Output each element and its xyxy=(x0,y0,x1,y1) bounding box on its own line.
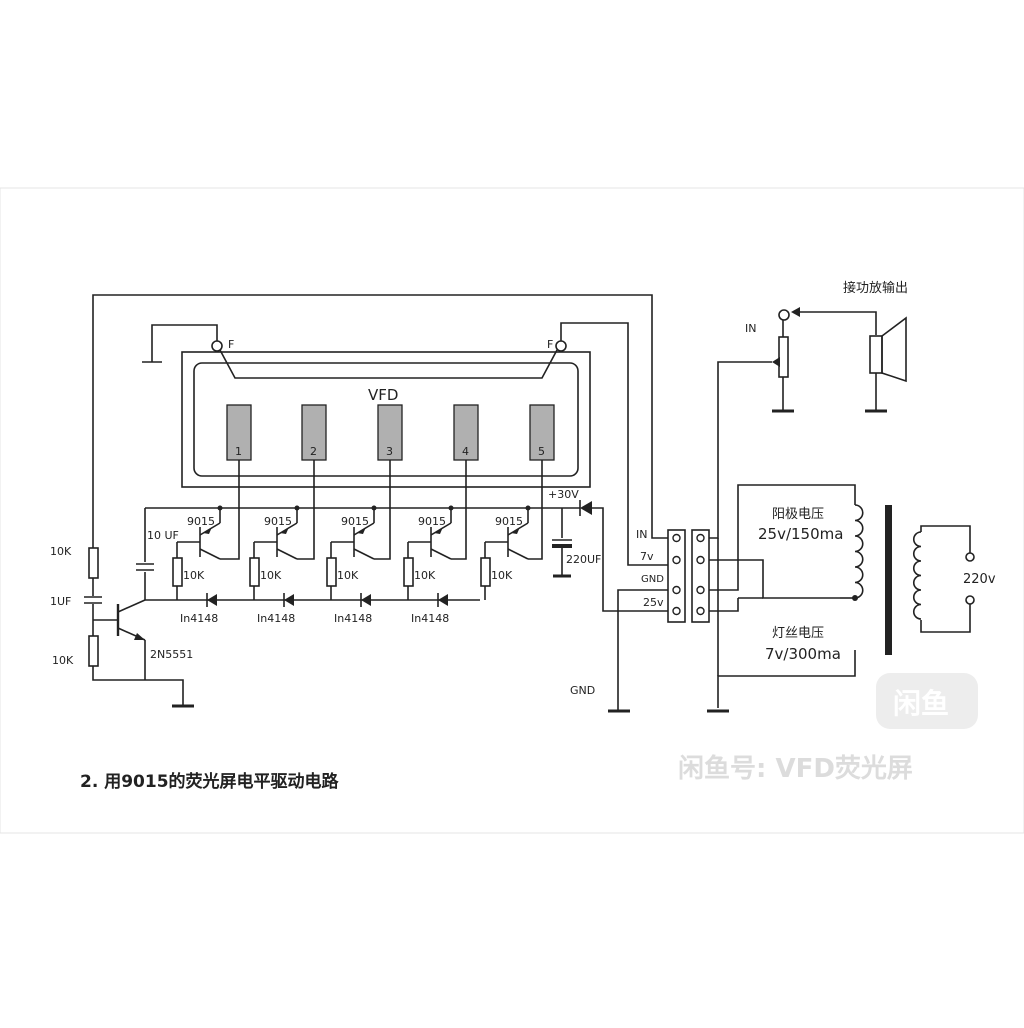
input-terminal xyxy=(778,309,790,321)
vfd-segment: 1 xyxy=(226,404,252,461)
diode-label: In4148 xyxy=(180,612,218,625)
anode-wire xyxy=(297,460,315,560)
figure-caption: 2. 用9015的荧光屏电平驱动电路 xyxy=(80,771,340,792)
vfd-segment: 2 xyxy=(301,404,327,461)
mains-terminal xyxy=(965,595,975,605)
transistor-label: 9015 xyxy=(341,515,369,528)
mains-terminal xyxy=(965,552,975,562)
connector-pin xyxy=(672,555,681,565)
rectifier-diode xyxy=(580,501,592,515)
connector-left-block xyxy=(667,529,686,623)
resistor-label: 10K xyxy=(337,569,359,582)
transformer-winding xyxy=(854,504,864,599)
connector-pin xyxy=(696,606,705,616)
input-stage: 10 UF 10K 1UF 10K 2N5551 xyxy=(50,508,480,708)
filament-right-label: F xyxy=(547,338,553,351)
transistor-label: 9015 xyxy=(495,515,523,528)
segment-number: 3 xyxy=(386,445,393,458)
audio-input: IN 接功放输出 xyxy=(709,280,908,539)
driver-stages: 901510KIn4148901510KIn4148901510KIn41489… xyxy=(172,460,543,625)
amp-output-label: 接功放输出 xyxy=(843,280,908,296)
pin-label: 7v xyxy=(640,550,654,563)
connector-right-block xyxy=(691,529,710,623)
res-bottom-label: 10K xyxy=(52,654,74,667)
in-label: IN xyxy=(745,322,756,335)
gnd-label: GND xyxy=(570,684,595,697)
segment-number: 1 xyxy=(235,445,242,458)
mains-label: 220v xyxy=(963,572,996,587)
vfd-tube: VFD F F 1 2 3 4 xyxy=(181,338,591,488)
driver-stage: 9015 10K In4148 xyxy=(249,460,315,625)
driver-stage: 9015 10K In4148 xyxy=(172,460,240,625)
in-signal-wire xyxy=(92,294,668,548)
resistor-label: 10K xyxy=(183,569,205,582)
anode-wire xyxy=(374,460,391,560)
connector-pin xyxy=(672,585,681,595)
pin-label: 25v xyxy=(643,596,664,609)
anode-value: 25v/150ma xyxy=(758,525,843,543)
vfd-inner-frame xyxy=(193,362,579,477)
transistor-label: 9015 xyxy=(187,515,215,528)
transformer-winding xyxy=(913,531,922,620)
connector: IN 7v GND 25v xyxy=(636,528,710,623)
anode-wire xyxy=(451,460,467,560)
vfd-title: VFD xyxy=(368,386,398,404)
transformer-core xyxy=(885,505,892,655)
connector-pin xyxy=(672,533,681,543)
filament-left-label: F xyxy=(228,338,234,351)
diode-label: In4148 xyxy=(334,612,372,625)
resistor-label: 10K xyxy=(260,569,282,582)
driver-stage: 9015 10K xyxy=(480,460,543,600)
watermark-logo-text: 闲鱼 xyxy=(893,687,949,720)
pin-label: IN xyxy=(636,528,647,541)
anode-wire xyxy=(528,460,543,560)
resistor-label: 10K xyxy=(414,569,436,582)
filament-wire xyxy=(219,349,558,379)
vfd-segment: 4 xyxy=(453,404,479,461)
power-transformer: 阳极电压 25v/150ma 灯丝电压 7v/300ma 220v xyxy=(707,484,996,713)
filament-left-wire xyxy=(151,324,218,362)
transistor-label: 9015 xyxy=(264,515,292,528)
connector-pin xyxy=(696,533,705,543)
vfd-outer-frame xyxy=(181,351,591,488)
anode-title: 阳极电压 xyxy=(772,507,824,522)
filament-right-wire xyxy=(560,322,668,566)
connector-pin xyxy=(696,585,705,595)
watermark-logo xyxy=(876,673,978,729)
watermark: 闲鱼 闲鱼号: VFD荧光屏 xyxy=(678,673,978,784)
cap-1uf-label: 1UF xyxy=(50,595,71,608)
anode-wire xyxy=(220,460,240,560)
cap-10uf-label: 10 UF xyxy=(147,529,179,542)
segment-number: 2 xyxy=(310,445,317,458)
plus30v-label: +30V xyxy=(548,488,579,501)
filament-wiring xyxy=(92,294,668,566)
watermark-text: 闲鱼号: VFD荧光屏 xyxy=(678,754,913,784)
segment-number: 5 xyxy=(538,445,545,458)
connector-pin xyxy=(672,606,681,616)
filament-title: 灯丝电压 xyxy=(772,626,824,641)
diode-label: In4148 xyxy=(257,612,295,625)
transistor-label: 2N5551 xyxy=(150,648,193,661)
vfd-segment: 3 xyxy=(377,404,403,461)
vfd-segments: 1 2 3 4 5 xyxy=(226,404,555,461)
supply-section: 220UF +30V GND xyxy=(548,488,668,713)
transistor-label: 9015 xyxy=(418,515,446,528)
connector-pin xyxy=(696,555,705,565)
filament-value: 7v/300ma xyxy=(765,645,841,663)
pin-label: GND xyxy=(641,574,664,585)
resistor-label: 10K xyxy=(491,569,513,582)
vfd-segment: 5 xyxy=(529,404,555,461)
segment-number: 4 xyxy=(462,445,469,458)
cap-220uf-label: 220UF xyxy=(566,553,601,566)
driver-stage: 9015 10K In4148 xyxy=(403,460,467,625)
diode-label: In4148 xyxy=(411,612,449,625)
res-top-label: 10K xyxy=(50,545,72,558)
driver-stage: 9015 10K In4148 xyxy=(326,460,391,625)
